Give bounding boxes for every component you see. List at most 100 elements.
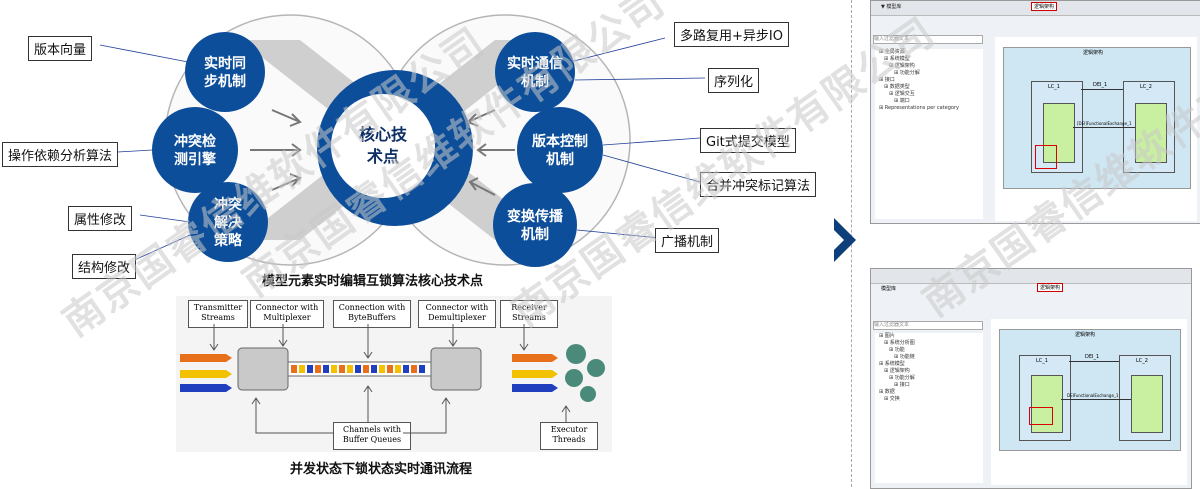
flow-box-demultiplexer: Connector with Demultiplexer [418, 300, 496, 328]
buffer-square [315, 365, 321, 373]
left-bubble-0-line-0: 实时同 [204, 55, 246, 72]
top-tree-item[interactable]: ⊞ Representations per category [879, 105, 959, 111]
left-bubble-0-line-1: 步机制 [204, 73, 246, 90]
right-bubble-0-line-0: 实时通信 [507, 55, 563, 72]
bottom-diagram-title: 逻辑架构 [1075, 332, 1096, 338]
callout-broadcast: 广播机制 [655, 228, 720, 253]
bottom-tree-item[interactable]: ⊞ 图片 [879, 333, 895, 339]
left-bubble-2-line-2: 策略 [213, 232, 243, 249]
buffer-square [347, 365, 353, 373]
bottom-tree-item[interactable]: ⊞ 系统分析图 [884, 340, 915, 346]
buffer-square [379, 365, 385, 373]
bottom-tree-item[interactable]: ⊞ 功能链 [894, 354, 915, 360]
buffer-square [363, 365, 369, 373]
top-tab-arch-label: 逻辑架构 [1034, 4, 1055, 10]
buffer-square [307, 365, 313, 373]
top-func-green-1 [1043, 103, 1075, 163]
callout-version-vector: 版本向量 [28, 36, 93, 61]
top-link-line-2 [1073, 127, 1135, 128]
buffer-square [355, 365, 361, 373]
bottom-toolbar [871, 269, 1191, 284]
top-tab-arch[interactable]: 逻辑架构 [1031, 2, 1058, 11]
right-bubble-0-line-1: 机制 [521, 73, 549, 90]
flow-box-transmitter: Transmitter Streams [188, 300, 248, 328]
bottom-link-line [1069, 361, 1119, 362]
flow-box-executor: Executor Threads [540, 422, 598, 450]
bottom-tree-item[interactable]: ⊞ 功能分解 [889, 375, 915, 381]
right-arrow-icon [834, 218, 856, 262]
bottom-func-green-1 [1031, 375, 1063, 433]
top-tree-item[interactable]: ⊞ 系统模型 [884, 56, 910, 62]
bottom-func-green-2 [1131, 375, 1163, 433]
left-bubble-2-line-0: 冲突 [214, 196, 242, 213]
callout-op-dependency: 操作依赖分析算法 [2, 142, 119, 167]
top-func-green-2 [1135, 103, 1167, 163]
core-center-text-2: 术点 [366, 147, 399, 166]
flow-box-receiver: Receiver Streams [500, 300, 558, 328]
bottom-tree-item[interactable]: ⊞ 接口 [894, 382, 910, 388]
core-diagram: 核心技 术点 实时同步机制冲突检测引擎冲突解决策略实时通信机制版本控制机制变换传… [99, 14, 706, 267]
right-bubble-2-line-1: 机制 [521, 226, 549, 243]
bottom-tree-item[interactable]: ⊞ 系统模型 [879, 361, 905, 367]
screenshot-top: ▼ 模型库 逻辑架构 输入过滤器文本 ⊞ 全局资源⊞ 系统模型⊞ 逻辑架构⊞ 功… [870, 0, 1200, 224]
callout-merge-conflict: 合并冲突标记算法 [700, 172, 817, 197]
top-tab-model[interactable]: ▼ 模型库 [881, 4, 902, 10]
callout-attr-modify: 属性修改 [68, 206, 133, 231]
bottom-diagram-canvas: 逻辑架构 LC_1 LC_2 DEI_1 DEIFunctionalExchan… [991, 319, 1187, 485]
top-tree-item[interactable]: ⊞ 逻辑交互 [889, 91, 915, 97]
screenshot-bottom: 模型库 逻辑架构 输入过滤器文本 ⊞ 图片⊞ 系统分析图⊞ 功能⊞ 功能链⊞ 系… [870, 268, 1192, 489]
flow-box-multiplexer: Connector with Multiplexer [250, 300, 324, 328]
top-highlight-box [1035, 145, 1057, 169]
top-link-line [1081, 89, 1123, 90]
core-caption: 模型元素实时编辑互锁算法核心技术点 [262, 274, 484, 289]
top-tree-item[interactable]: ⊞ 端口 [894, 98, 910, 104]
core-center-text: 核心技 [359, 125, 408, 144]
top-diagram-canvas: 逻辑架构 LC_1 LC_2 DEI_1 [DEI]FunctionalExch… [995, 37, 1197, 221]
flow-diagram [180, 324, 605, 434]
bottom-search-input[interactable]: 输入过滤器文本 [873, 321, 983, 330]
bottom-highlight-box [1029, 407, 1053, 425]
buffer-square [411, 365, 417, 373]
buffer-square [291, 365, 297, 373]
top-diagram-title: 逻辑架构 [1083, 50, 1104, 56]
bottom-tab-arch[interactable]: 逻辑架构 [1037, 283, 1064, 292]
bottom-tree-item[interactable]: ⊞ 逻辑架构 [884, 368, 910, 374]
buffer-square [403, 365, 409, 373]
top-tree-item[interactable]: ⊞ 功能分解 [894, 70, 920, 76]
top-tree-item[interactable]: ⊞ 接口 [879, 77, 895, 83]
bottom-link-line-2 [1061, 399, 1131, 400]
left-bubble-2-line-1: 解决 [214, 214, 243, 231]
right-bubble-2-line-0: 变换传播 [507, 208, 564, 225]
flow-caption: 并发状态下锁状态实时通讯流程 [290, 462, 473, 477]
top-tree-item[interactable]: ⊞ 全局资源 [879, 49, 905, 55]
buffer-square [323, 365, 329, 373]
left-bubble-1-line-0: 冲突检 [174, 133, 216, 150]
bottom-tree: ⊞ 图片⊞ 系统分析图⊞ 功能⊞ 功能链⊞ 系统模型⊞ 逻辑架构⊞ 功能分解⊞ … [875, 333, 983, 483]
flow-box-channels: Channels with Buffer Queues [333, 422, 411, 450]
buffer-square [387, 365, 393, 373]
top-tree-item[interactable]: ⊞ 逻辑架构 [889, 63, 915, 69]
callout-struct-modify: 结构修改 [72, 254, 137, 279]
top-tree-item[interactable]: ⊞ 数据类型 [884, 84, 910, 90]
top-link-label: DEI_1 [1093, 82, 1108, 88]
top-tree: ⊞ 全局资源⊞ 系统模型⊞ 逻辑架构⊞ 功能分解⊞ 接口⊞ 数据类型⊞ 逻辑交互… [875, 49, 983, 219]
bottom-link-label-2: DEIFunctionalExchange_1 [1067, 393, 1119, 398]
bottom-tab-arch-label: 逻辑架构 [1040, 285, 1061, 291]
bottom-tree-item[interactable]: ⊞ 交换 [884, 396, 900, 402]
buffer-square [339, 365, 345, 373]
bottom-tree-item[interactable]: ⊞ 数据 [879, 389, 895, 395]
top-link-label-2: [DEI]FunctionalExchange_1 [1077, 121, 1132, 126]
buffer-square [299, 365, 305, 373]
buffer-square [371, 365, 377, 373]
bottom-tab-model[interactable]: 模型库 [881, 286, 897, 292]
callout-multiplex-io: 多路复用+异步IO [674, 22, 789, 47]
left-bubble-1-line-1: 测引擎 [174, 151, 216, 168]
bottom-tree-item[interactable]: ⊞ 功能 [889, 347, 905, 353]
buffer-square [419, 365, 425, 373]
buffer-square [395, 365, 401, 373]
right-bubble-1-line-1: 机制 [546, 151, 574, 168]
buffer-square [331, 365, 337, 373]
callout-serialization: 序列化 [708, 68, 760, 93]
flow-box-bytebuffers: Connection with ByteBuffers [333, 300, 411, 328]
top-search-input[interactable]: 输入过滤器文本 [873, 35, 983, 44]
